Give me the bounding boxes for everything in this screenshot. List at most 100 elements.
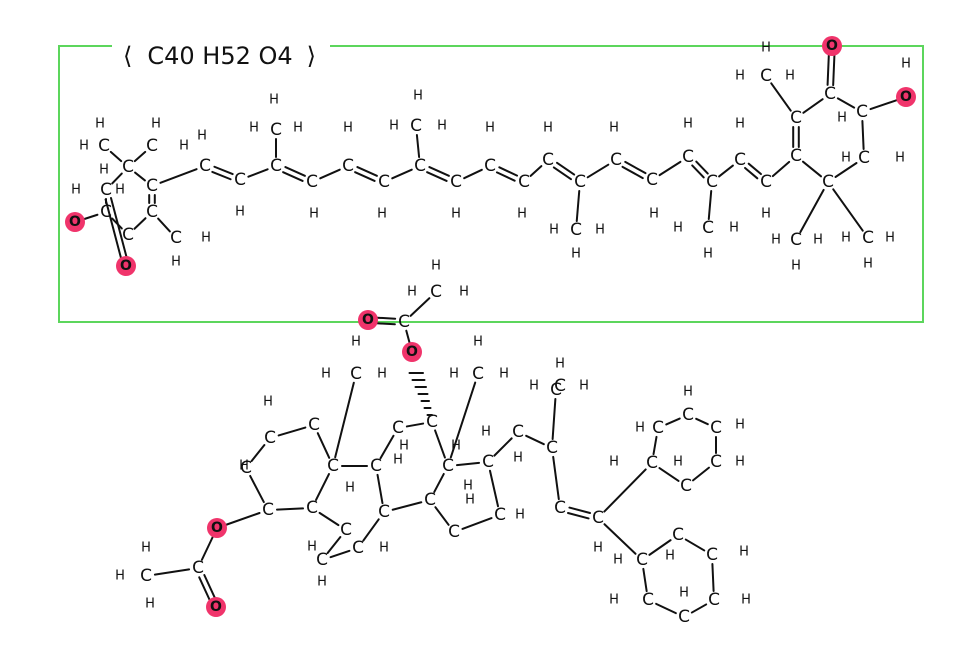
hydrogen-atom: H xyxy=(761,207,771,222)
oxygen-atom: O xyxy=(826,38,838,54)
hydrogen-atom: H xyxy=(683,385,693,400)
double-bond xyxy=(624,160,647,175)
carbon-atom: C xyxy=(98,136,110,156)
single-bond xyxy=(133,150,147,163)
single-bond xyxy=(552,455,560,501)
hydrogen-atom: H xyxy=(791,259,801,274)
single-bond xyxy=(318,511,340,527)
single-bond xyxy=(329,549,351,559)
single-bond xyxy=(652,435,658,456)
oxygen-highlight xyxy=(358,310,378,330)
carbon-atom: C xyxy=(316,550,328,570)
hydrogen-atom: H xyxy=(345,481,355,496)
carbon-atom: C xyxy=(554,376,566,396)
carbon-atom: C xyxy=(327,456,339,476)
carbon-atom: C xyxy=(122,225,134,245)
hydrogen-atom: H xyxy=(197,129,207,144)
oxygen-highlight xyxy=(65,212,85,232)
hydrogen-atom: H xyxy=(151,117,161,132)
carbon-atom: C xyxy=(472,364,484,384)
single-bond xyxy=(319,168,341,180)
single-bond xyxy=(718,164,734,178)
oxygen-highlight xyxy=(896,87,916,107)
hydrogen-atom: H xyxy=(263,395,273,410)
double-bond xyxy=(211,170,232,181)
hydrogen-atom: H xyxy=(179,139,189,154)
carbon-atom: C xyxy=(790,146,802,166)
hydrogen-atom: H xyxy=(761,41,771,56)
hydrogen-atom: H xyxy=(451,439,461,454)
double-bond xyxy=(695,160,709,175)
carbon-atom: C xyxy=(342,156,354,176)
hydrogen-atom: H xyxy=(735,117,745,132)
hydrogen-atom: H xyxy=(307,540,317,555)
carbon-atom: C xyxy=(822,172,834,192)
single-bond xyxy=(455,461,481,467)
carbon-atom: C xyxy=(100,180,112,200)
carbon-atom: C xyxy=(306,172,318,192)
single-bond xyxy=(658,467,680,482)
double-bond xyxy=(498,166,519,177)
hydrogen-atom: H xyxy=(95,117,105,132)
hydrogen-atom: H xyxy=(609,593,619,608)
single-bond xyxy=(334,381,355,459)
single-bond xyxy=(133,217,147,230)
carbon-atom: C xyxy=(270,120,282,140)
molecular-formula: C40 H52 O4 xyxy=(147,42,292,70)
carbon-atom: C xyxy=(146,202,158,222)
hydrogen-atom: H xyxy=(741,593,751,608)
single-bond xyxy=(415,133,421,159)
double-bond xyxy=(691,164,705,179)
hydrogen-atom: H xyxy=(343,121,353,136)
single-bond xyxy=(529,165,543,177)
carbon-atom: C xyxy=(790,230,802,250)
double-bond xyxy=(826,53,830,86)
hydrogen-atom: H xyxy=(841,231,851,246)
single-bond xyxy=(134,171,146,182)
hydrogen-atom: H xyxy=(649,207,659,222)
single-bond xyxy=(836,97,856,109)
single-bond xyxy=(109,150,123,163)
hydrogen-atom: H xyxy=(813,233,823,248)
double-bond xyxy=(198,576,211,602)
single-bond xyxy=(692,466,710,482)
oxygen-highlight xyxy=(822,36,842,56)
single-bond xyxy=(642,567,648,593)
carbon-atom: C xyxy=(862,228,874,248)
single-bond xyxy=(315,473,330,501)
formula-close-bracket: ⟩ xyxy=(307,42,316,70)
carbon-atom: C xyxy=(636,550,648,570)
single-bond xyxy=(405,329,411,345)
carbon-atom: C xyxy=(642,590,654,610)
hydrogen-atom: H xyxy=(739,545,749,560)
carbon-atom: C xyxy=(392,418,404,438)
double-bond xyxy=(568,506,592,515)
single-bond xyxy=(834,161,858,179)
single-bond xyxy=(434,429,446,459)
carbon-atom: C xyxy=(518,172,530,192)
carbon-atom: C xyxy=(234,170,246,190)
single-bond xyxy=(249,474,265,504)
hydrogen-atom: H xyxy=(459,285,469,300)
double-bond xyxy=(426,171,448,182)
double-bond xyxy=(376,316,397,320)
hydrogen-atom: H xyxy=(735,418,745,433)
double-bond xyxy=(428,166,450,177)
hydrogen-atom: H xyxy=(529,379,539,394)
carbon-atom: C xyxy=(858,148,870,168)
hydrogen-atom: H xyxy=(595,223,605,238)
carbon-atom: C xyxy=(706,172,718,192)
carbon-atom: C xyxy=(199,156,211,176)
single-bond xyxy=(409,297,431,317)
hydrogen-atom: H xyxy=(249,121,259,136)
hydrogen-atom: H xyxy=(683,117,693,132)
carbon-atom: C xyxy=(790,108,802,128)
single-bond xyxy=(695,417,709,426)
bond-layer xyxy=(82,53,899,615)
double-bond xyxy=(747,162,762,176)
double-bond xyxy=(356,166,378,177)
double-bond xyxy=(104,198,123,260)
hydrogen-atom: H xyxy=(79,139,89,154)
carbon-atom: C xyxy=(100,202,112,222)
carbon-atom: C xyxy=(646,453,658,473)
